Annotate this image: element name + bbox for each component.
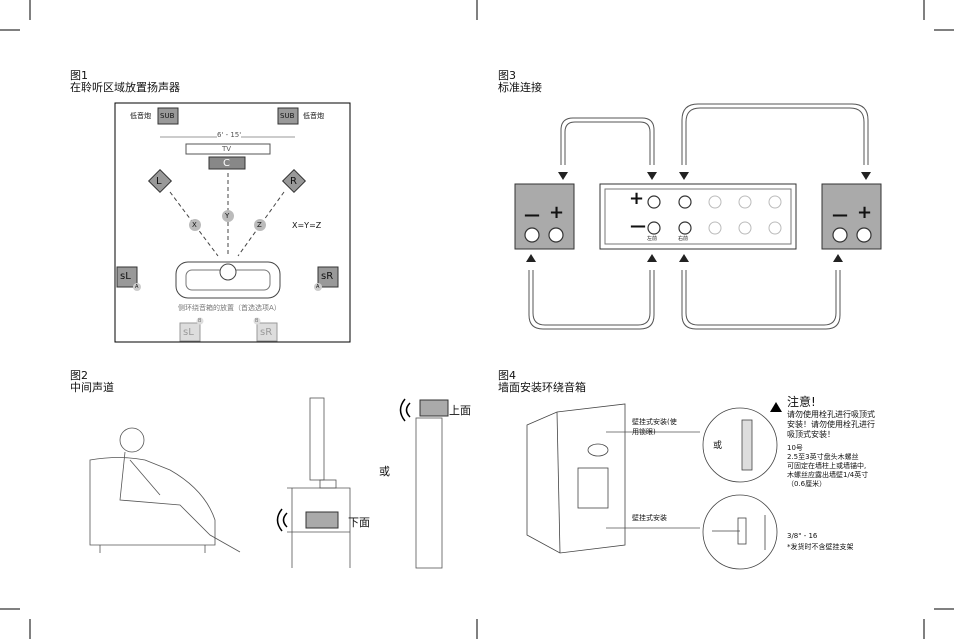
equation-label: X=Y=Z bbox=[292, 221, 322, 230]
center-bottom-speaker bbox=[305, 511, 339, 529]
tv-box bbox=[185, 143, 271, 155]
rear-left-box bbox=[179, 322, 201, 342]
caution-line-3: 吸顶式安装！ bbox=[787, 430, 835, 439]
fig4-label: 图4 bbox=[498, 369, 516, 382]
sub-left-label: SUB bbox=[160, 112, 175, 120]
amp-panel bbox=[599, 183, 797, 250]
distance-label: 6' - 15' bbox=[217, 131, 242, 140]
ch-left-label: 左前 bbox=[647, 236, 658, 242]
marker-b-right: B bbox=[255, 318, 259, 324]
right-plus: + bbox=[857, 202, 873, 223]
side-caption: 侧环绕音箱的放置（首选选项A） bbox=[178, 304, 281, 312]
rear-right-label: sR bbox=[260, 327, 273, 338]
rear-right-box bbox=[256, 322, 278, 342]
right-speaker bbox=[281, 168, 307, 194]
left-speaker-panel bbox=[514, 183, 575, 250]
screw-line-3: 可固定在墙柱上或墙锚中, bbox=[787, 462, 867, 470]
right-speaker-panel bbox=[821, 183, 882, 250]
screw-line-1: 10号 bbox=[787, 444, 803, 452]
caution-title: 注意! bbox=[787, 395, 816, 409]
sub-left-caption: 低音炮 bbox=[130, 112, 151, 120]
left-label: L bbox=[156, 176, 162, 187]
amp-minus: — bbox=[630, 216, 646, 235]
marker-a-right: A bbox=[316, 284, 320, 290]
caution-line-2: 安装！请勿使用栓孔进行 bbox=[787, 420, 875, 429]
mount1b-label: 用锁眼) bbox=[632, 428, 656, 436]
fig2-bottom: 下面 bbox=[348, 516, 370, 529]
fig2-or: 或 bbox=[379, 465, 390, 478]
side-left-label: sL bbox=[120, 271, 131, 282]
tv-label: TV bbox=[222, 145, 232, 153]
thread-label: 3/8" - 16 bbox=[787, 532, 818, 540]
center-top-speaker bbox=[419, 399, 449, 417]
side-left-box bbox=[116, 266, 138, 288]
caution-line-1: 请勿使用栓孔进行吸顶式 bbox=[787, 410, 875, 419]
screw-line-5: （0.6厘米） bbox=[787, 480, 827, 488]
fig2-label: 图2 bbox=[70, 369, 88, 382]
sub-right-label: SUB bbox=[280, 112, 295, 120]
x-label: X bbox=[192, 221, 197, 229]
fig4-title: 墙面安装环绕音箱 bbox=[498, 381, 586, 394]
bracket-note: *发货时不含壁挂支架 bbox=[787, 543, 854, 551]
side-right-label: sR bbox=[321, 271, 334, 282]
left-speaker bbox=[147, 168, 173, 194]
marker-a-left: A bbox=[135, 284, 139, 290]
fig2-title: 中间声道 bbox=[70, 381, 114, 394]
ch-right-label: 右前 bbox=[678, 236, 689, 242]
sub-left-box bbox=[157, 107, 179, 125]
right-label: R bbox=[290, 176, 297, 187]
fig1-label: 图1 bbox=[70, 69, 88, 82]
sub-right-box bbox=[277, 107, 299, 125]
marker-b-left: B bbox=[198, 318, 202, 324]
center-speaker bbox=[208, 156, 246, 170]
mount1-label: 壁挂式安装(使 bbox=[632, 418, 677, 426]
rear-left-label: sL bbox=[183, 327, 194, 338]
y-label: Y bbox=[225, 212, 230, 220]
fig4-or: 或 bbox=[713, 441, 723, 451]
fig2-top: 上面 bbox=[449, 404, 471, 417]
screw-line-4: 木螺丝应露出墙壁1/4英寸 bbox=[787, 471, 869, 479]
fig1-title: 在聆听区域放置扬声器 bbox=[70, 81, 180, 94]
left-minus: — bbox=[524, 205, 540, 224]
side-right-box bbox=[317, 266, 339, 288]
mount2-label: 壁挂式安装 bbox=[632, 514, 667, 522]
right-minus: — bbox=[832, 205, 848, 224]
fig3-label: 图3 bbox=[498, 69, 516, 82]
amp-plus: + bbox=[629, 188, 645, 209]
sub-right-caption: 低音炮 bbox=[303, 112, 324, 120]
left-plus: + bbox=[549, 202, 565, 223]
center-label: C bbox=[223, 158, 230, 169]
z-label: Z bbox=[257, 221, 262, 229]
fig3-title: 标准连接 bbox=[498, 81, 542, 94]
screw-line-2: 2.5至3英寸盘头木螺丝 bbox=[787, 453, 859, 461]
